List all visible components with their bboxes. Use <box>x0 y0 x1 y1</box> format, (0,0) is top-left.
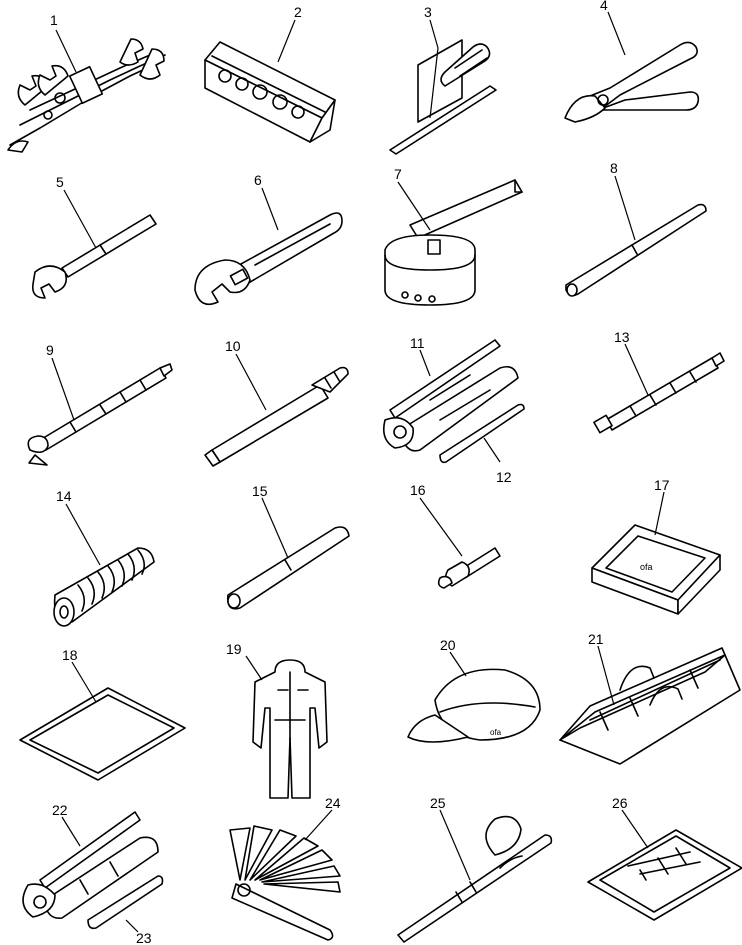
callout-6: 6 <box>254 172 262 188</box>
sheet-icon <box>19 687 186 781</box>
callout-9: 9 <box>46 342 54 358</box>
callout-4: 4 <box>600 0 608 13</box>
leader-line <box>429 19 439 119</box>
feeler-gauge-icon <box>229 825 341 941</box>
grease-gun-icon <box>382 339 519 452</box>
callout-16: 16 <box>410 482 426 498</box>
callout-5: 5 <box>56 174 64 190</box>
adapter-icon <box>437 547 501 589</box>
callout-21: 21 <box>588 631 604 647</box>
cap-mark: ofa <box>490 728 502 737</box>
callout-24: 24 <box>325 795 341 811</box>
callout-18: 18 <box>62 647 78 663</box>
callout-8: 8 <box>610 160 618 176</box>
callout-26: 26 <box>612 795 628 811</box>
leader-line <box>654 491 665 536</box>
leader-line <box>597 645 615 706</box>
filter-wrench-icon <box>384 179 523 306</box>
lever-grease-gun-icon <box>22 811 159 919</box>
callout-19: 19 <box>226 641 242 657</box>
leader-line <box>621 809 649 849</box>
socket-case-icon <box>204 41 336 143</box>
screwdriver-icon <box>389 39 497 155</box>
callout-12: 12 <box>496 469 512 485</box>
grease-tube-icon <box>204 366 349 467</box>
leader-line <box>614 175 636 241</box>
grease-nozzle-icon <box>439 403 525 464</box>
leader-line <box>624 343 649 396</box>
leader-line <box>125 919 139 933</box>
adjustable-wrench-icon <box>194 212 343 306</box>
leader-line <box>607 11 626 56</box>
leader-line <box>449 651 467 677</box>
leader-line <box>261 497 289 559</box>
tool-box-mark: ofa <box>640 562 653 572</box>
leader-line <box>277 19 296 63</box>
spanner-icon <box>31 214 157 299</box>
bulb-tool-icon <box>397 815 553 943</box>
tool-bag-icon <box>559 647 741 765</box>
leader-line <box>245 655 263 681</box>
tool-box-icon: ofa <box>591 524 721 615</box>
leader-line <box>261 187 279 231</box>
callout-3: 3 <box>424 4 432 20</box>
threaded-rod-icon <box>593 352 725 434</box>
callout-11: 11 <box>410 335 425 351</box>
extension-bar-icon <box>565 203 707 297</box>
pliers-icon <box>564 41 700 123</box>
cap-icon: ofa <box>407 668 541 743</box>
leader-line <box>483 437 501 463</box>
pipe-icon <box>226 526 350 610</box>
coveralls-icon <box>252 659 328 799</box>
leader-line <box>304 809 333 841</box>
callout-15: 15 <box>252 483 268 499</box>
leader-line <box>397 181 431 231</box>
callout-23: 23 <box>136 930 152 945</box>
callout-2: 2 <box>294 4 302 20</box>
callout-22: 22 <box>52 802 68 818</box>
callout-20: 20 <box>440 637 456 653</box>
leader-line <box>55 29 77 73</box>
wrench-set-icon <box>7 38 166 153</box>
callout-17: 17 <box>654 477 670 493</box>
manual-icon <box>587 829 742 921</box>
leader-line <box>235 353 267 411</box>
hose-icon <box>53 547 155 627</box>
leader-line <box>65 503 101 566</box>
callout-13: 13 <box>614 329 630 345</box>
leader-line <box>63 189 97 249</box>
leader-line <box>419 349 431 377</box>
grease-pump-rod-icon <box>27 363 173 466</box>
callout-25: 25 <box>430 795 446 811</box>
leader-line <box>439 809 471 881</box>
leader-line <box>61 816 81 847</box>
callout-14: 14 <box>56 488 72 504</box>
callout-1: 1 <box>50 12 58 28</box>
leader-line <box>71 661 97 703</box>
leader-line <box>51 357 75 421</box>
leader-line <box>419 497 463 557</box>
callout-10: 10 <box>225 338 241 354</box>
callout-7: 7 <box>394 166 402 182</box>
grease-nozzle-icon <box>87 875 164 930</box>
